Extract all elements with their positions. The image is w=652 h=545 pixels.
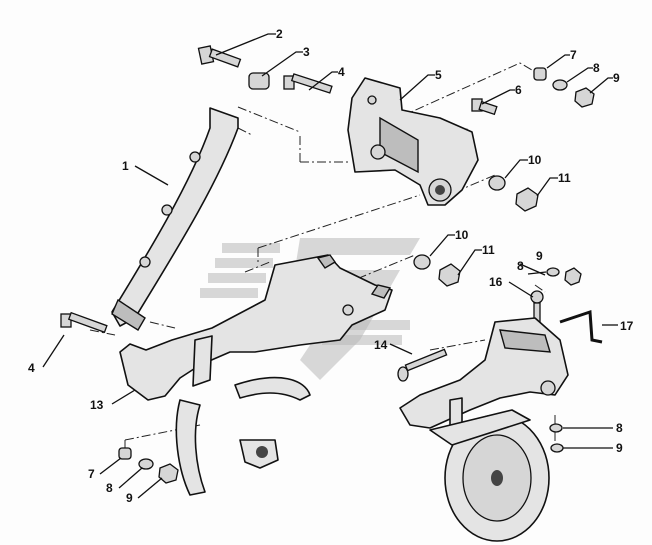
callout-16: 16 (489, 275, 503, 289)
bolt-long-top (283, 73, 333, 94)
callout-9-right: 9 (536, 249, 543, 263)
callout-17: 17 (620, 319, 634, 333)
callout-7: 7 (570, 48, 577, 62)
hardware-right-upper (546, 267, 582, 286)
callout-11-mid: 11 (482, 243, 495, 257)
callout-11: 11 (558, 171, 571, 185)
callout-5: 5 (435, 68, 442, 82)
callout-8-left: 8 (106, 481, 113, 495)
callout-14: 14 (374, 338, 388, 352)
callout-3: 3 (303, 45, 310, 59)
callout-4-left: 4 (28, 361, 35, 375)
hardware-top-right (533, 67, 595, 108)
spacer (248, 72, 270, 90)
callout-8: 8 (593, 61, 600, 75)
callout-13: 13 (90, 398, 104, 412)
bolt-top (197, 45, 242, 68)
hardware-bottom-right (549, 423, 564, 453)
mounting-bracket (347, 77, 479, 206)
callout-2: 2 (276, 27, 283, 41)
callout-8-bottom-right: 8 (616, 421, 623, 435)
callout-4: 4 (338, 65, 345, 79)
callout-1: 1 (122, 159, 129, 173)
leader-lines (42, 33, 618, 499)
callout-7-left: 7 (88, 467, 95, 481)
j-bolt (559, 309, 603, 344)
callout-labels: 2 3 4 5 7 8 9 6 1 10 11 10 11 9 8 16 17 … (28, 27, 634, 505)
clevis-pin (397, 348, 448, 382)
washer-nut-mid (413, 254, 461, 287)
washer-nut-right (488, 175, 539, 212)
callout-10-mid: 10 (455, 228, 469, 242)
callout-8-right: 8 (517, 259, 524, 273)
callout-6: 6 (515, 83, 522, 97)
curved-support-bar (111, 107, 239, 331)
callout-10: 10 (528, 153, 542, 167)
alignment-lines (89, 62, 556, 452)
callout-9-bottom-right: 9 (616, 441, 623, 455)
bolt-long-left (60, 311, 108, 334)
frame-assembly (119, 254, 393, 496)
depth-wheel-assembly (399, 317, 569, 542)
hardware-bottom-left (118, 447, 179, 484)
callout-9: 9 (613, 71, 620, 85)
bolt-small (471, 98, 498, 116)
callout-9-left: 9 (126, 491, 133, 505)
